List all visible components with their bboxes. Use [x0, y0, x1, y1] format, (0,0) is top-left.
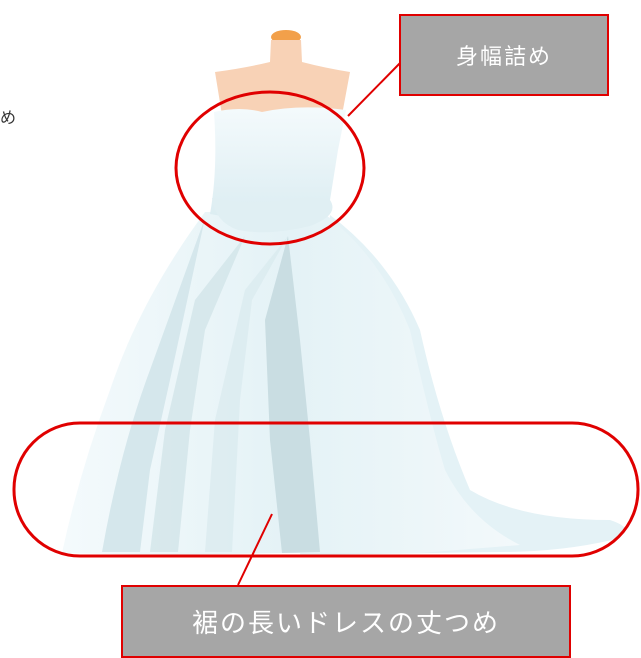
- bodice-highlight-circle: [174, 90, 366, 246]
- skirt-pleat-inner: [205, 236, 288, 552]
- dress-bodice: [210, 107, 346, 218]
- bodice-leader-line: [347, 59, 404, 117]
- bodice-waist-fold: [212, 197, 333, 233]
- bodice-width-callout: 身幅詰め: [399, 14, 609, 96]
- mannequin-torso: [215, 40, 350, 115]
- mannequin: [215, 30, 350, 115]
- hem-leader-line: [237, 513, 273, 586]
- hem-length-callout-label: 裾の長いドレスの丈つめ: [191, 609, 500, 639]
- hem-highlight-outline: [12, 421, 640, 558]
- skirt-pleat-left: [102, 218, 205, 552]
- skirt-pleat-center: [265, 236, 320, 553]
- hem-length-callout: 裾の長いドレスの丈つめ: [121, 585, 571, 658]
- bodice-width-callout-label: 身幅詰め: [455, 45, 552, 70]
- clipped-edge-text: め: [0, 108, 17, 127]
- skirt-pleat-center-left: [150, 236, 245, 552]
